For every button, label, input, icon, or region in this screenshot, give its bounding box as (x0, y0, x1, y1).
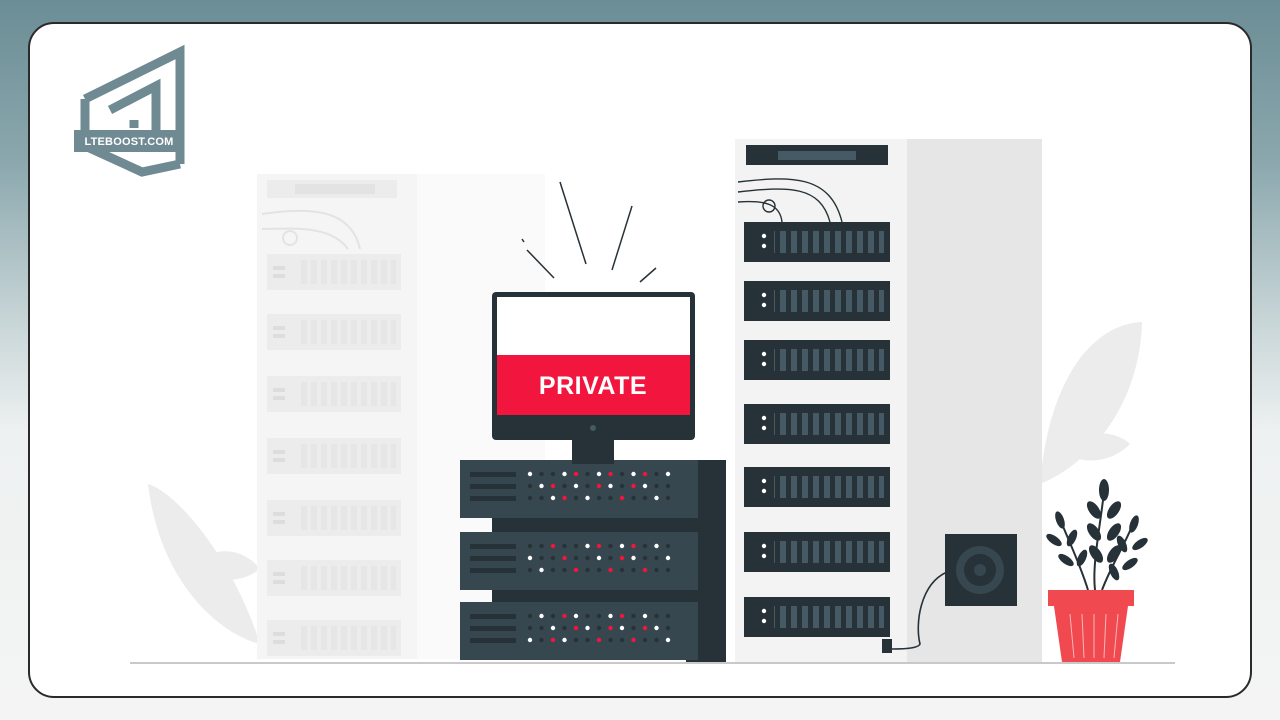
server-stack-units (460, 460, 698, 660)
potted-plant-icon (1046, 479, 1148, 662)
triangle-logo-icon (80, 44, 185, 177)
right-rack-units (744, 222, 890, 637)
server-illustration: PRIVATE LTEBOOST.COM (74, 44, 1175, 664)
screen-label: PRIVATE (539, 372, 647, 400)
right-leaf-icon (1040, 322, 1142, 484)
left-leaf-icon (148, 484, 260, 644)
logo-text: LTEBOOST.COM (85, 136, 174, 148)
speaker-icon (882, 534, 1017, 653)
monitor-icon (492, 292, 695, 464)
hero-card: PRIVATE LTEBOOST.COM (28, 22, 1252, 698)
burst-lines (521, 181, 657, 283)
faded-rack-units (267, 254, 401, 656)
logo-banner (74, 130, 184, 152)
